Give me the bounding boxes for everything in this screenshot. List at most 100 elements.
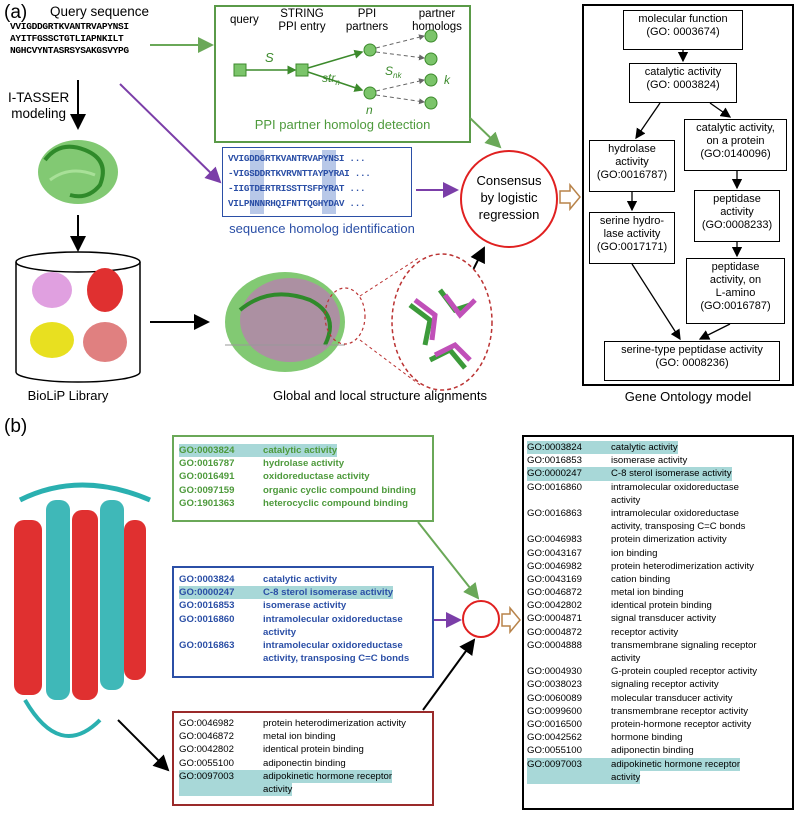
seq-line: VILPNNNRHQIFNTTQGHYDAV ... [228,198,366,209]
edge-label-s: S [265,50,274,65]
go-node-line: on a protein [706,135,765,147]
go-term-id: GO:0016853 [527,455,582,467]
final-go-box [522,435,794,810]
go-term-name: intramolecular oxidoreductase [611,481,739,493]
zoom-line [359,339,421,386]
go-term-id: GO:0004930 [527,666,582,678]
ppi-header-line: STRING [280,8,324,20]
edge-label-str-sub: n [335,78,340,87]
node-label-n: n [366,103,373,117]
go-term-name-continued: activity [263,782,293,797]
homolog-edge [375,94,425,105]
go-term-id: GO:0046983 [527,534,582,546]
go-list-row-continuation: activity, transposing C=C bonds [179,652,409,665]
go-term-name: protein-hormone receptor activity [611,718,752,730]
go-term-name: C-8 sterol isomerase activity [611,467,732,481]
go-node-serine-peptidase: serine-type peptidase activity(GO: 00082… [604,341,780,381]
go-term-id: GO:0060089 [527,692,582,704]
consensus-line: regression [478,207,540,222]
go-term-indent [179,782,263,797]
go-term-id: GO:0046982 [527,560,582,572]
alignment-caption: Global and local structure alignments [273,388,487,403]
go-term-name-continued: activity [611,653,641,664]
go-node-line: (GO:0008233) [701,219,773,231]
go-term-name: hydrolase activity [263,458,345,470]
arrow-consensus-to-final [501,605,521,635]
arrow-query-to-seqhomolog [119,83,222,184]
go-term-id: GO:0016787 [179,458,235,470]
go-list-row: GO:0046983 protein dimerization activity [527,533,757,546]
go-list-row-continuation: activity [527,494,757,507]
go-node-line: serine hydro- [599,215,665,227]
go-node-line: catalytic activity, [696,122,775,134]
consensus-circle [460,150,558,248]
go-node-line: peptidase [713,193,761,205]
go-term-id: GO:0046872 [527,587,582,599]
go-term-name: G-protein coupled receptor activity [611,666,758,678]
go-term-id: GO:0038023 [527,679,582,691]
homolog-node [424,52,438,66]
homolog-node [424,73,438,87]
go-term-id: GO:0055100 [527,745,582,757]
go-term-indent [527,770,611,784]
go-node-line: catalytic activity [644,66,722,78]
ppi-header-query: query [230,14,259,26]
go-term-id: GO:0099600 [527,705,582,717]
panel-b-letter: (b) [4,416,28,437]
go-term-name: transmembrane signaling receptor [611,639,757,651]
go-term-id: GO:0097003 [527,757,611,771]
arrow-protein-to-red [117,719,170,772]
seq-line: -VIGSDDRTKVRVNTTAYPYRAI ... [228,168,371,179]
go-term-name: protein dimerization activity [611,534,727,546]
ppi-edge [307,71,364,92]
edge-label-snk-sub: nk [393,71,402,80]
go-term-name: molecular transducer activity [611,692,733,704]
go-term-id: GO:0000247 [527,467,611,481]
go-node-line: peptidase [711,261,760,273]
go-term-id: GO:0016860 [179,613,235,625]
ppi-header-line: partners [345,21,389,33]
arrow-green-to-consensus [417,521,480,600]
go-list-row: GO:0004930 G-protein coupled receptor act… [527,665,757,678]
biolip-label: BioLiP Library [27,388,109,403]
arrow-consensus-to-go [559,182,581,212]
go-term-name: hormone binding [611,732,683,744]
seq-homolog-lines: VVIGDDGRTKVANTRVAPYNSI ... -VIGSDDRTKVRVN… [228,151,371,211]
go-edge [698,323,731,340]
green-go-box [172,435,434,522]
go-term-id: GO:1901363 [179,497,235,509]
zoom-region [324,287,366,345]
go-term-id: GO:0016860 [527,481,582,493]
seq-homolog-caption: sequence homolog identification [229,221,415,236]
go-term-name: isomerase activity [263,600,347,612]
go-term-name: identical protein binding [263,744,364,756]
go-term-name: cation binding [611,573,671,585]
arrow-red-to-consensus [422,638,476,711]
seq-line: VVIGDDGRTKVANTRVAPYNSI ... [228,153,366,164]
edge-label-str: strn [322,71,340,87]
go-term-name-continued: activity, transposing C=C bonds [611,521,746,533]
go-node-line: (GO:0017171) [596,241,668,253]
go-term-name: organic cyclic compound binding [263,484,416,496]
homolog-node [424,96,438,110]
go-term-id: GO:0004872 [527,626,582,638]
go-term-name-continued: activity [263,626,297,638]
consensus-circle-small [462,600,500,638]
